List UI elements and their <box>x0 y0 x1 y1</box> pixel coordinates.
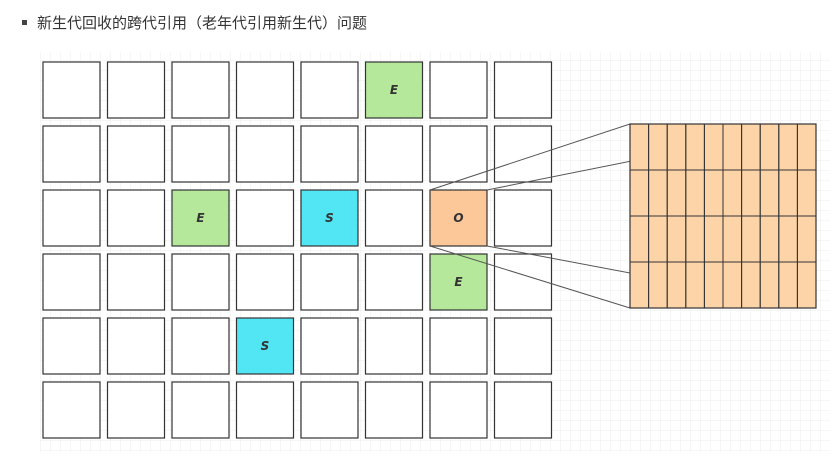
region-empty <box>493 381 553 439</box>
region-empty <box>106 317 166 375</box>
region-empty <box>364 125 424 183</box>
region-empty <box>42 61 101 119</box>
region-old <box>429 189 488 247</box>
region-empty <box>42 125 101 183</box>
region-empty <box>235 61 295 119</box>
zoom-line-3 <box>429 245 631 309</box>
region-empty <box>493 189 553 247</box>
region-empty <box>42 317 101 375</box>
region-eden <box>429 253 488 311</box>
region-eden <box>171 189 230 247</box>
region-empty <box>171 253 230 311</box>
region-empty <box>171 61 230 119</box>
region-empty <box>429 125 488 183</box>
bullet-icon <box>22 19 27 25</box>
region-empty <box>429 61 488 119</box>
region-empty <box>106 189 166 247</box>
region-label-eden: E <box>390 83 399 97</box>
region-empty <box>106 253 166 311</box>
region-empty <box>42 189 101 247</box>
region-label-old: O <box>453 211 463 225</box>
region-empty <box>235 253 295 311</box>
zoom-line-1 <box>429 123 631 191</box>
region-empty <box>106 381 166 439</box>
region-empty <box>364 381 424 439</box>
region-empty <box>493 125 553 183</box>
region-empty <box>235 381 295 439</box>
region-empty <box>300 381 359 439</box>
region-empty <box>493 317 553 375</box>
region-label-eden: E <box>196 211 205 225</box>
card-table <box>629 123 817 309</box>
region-empty <box>300 125 359 183</box>
heading-row: 新生代回收的跨代引用（老年代引用新生代）问题 <box>22 10 367 34</box>
region-empty <box>300 253 359 311</box>
region-empty <box>42 253 101 311</box>
region-empty <box>300 61 359 119</box>
region-empty <box>364 253 424 311</box>
region-grid: E E S O E S <box>42 61 553 439</box>
region-empty <box>300 317 359 375</box>
region-empty <box>106 61 166 119</box>
region-survivor <box>235 317 295 375</box>
region-empty <box>235 125 295 183</box>
region-empty <box>171 381 230 439</box>
region-empty <box>493 253 553 311</box>
region-empty <box>106 125 166 183</box>
region-eden <box>364 61 424 119</box>
region-empty <box>429 381 488 439</box>
region-label-eden: E <box>454 275 463 289</box>
region-empty <box>364 317 424 375</box>
region-empty <box>171 317 230 375</box>
region-empty <box>42 381 101 439</box>
region-label-survivor: S <box>325 211 334 225</box>
region-empty <box>235 189 295 247</box>
region-empty <box>429 317 488 375</box>
region-empty <box>493 61 553 119</box>
region-empty <box>364 189 424 247</box>
region-label-survivor: S <box>261 339 270 353</box>
card-cell <box>796 261 817 309</box>
page-title: 新生代回收的跨代引用（老年代引用新生代）问题 <box>37 13 368 32</box>
region-empty <box>171 125 230 183</box>
region-survivor <box>300 189 359 247</box>
